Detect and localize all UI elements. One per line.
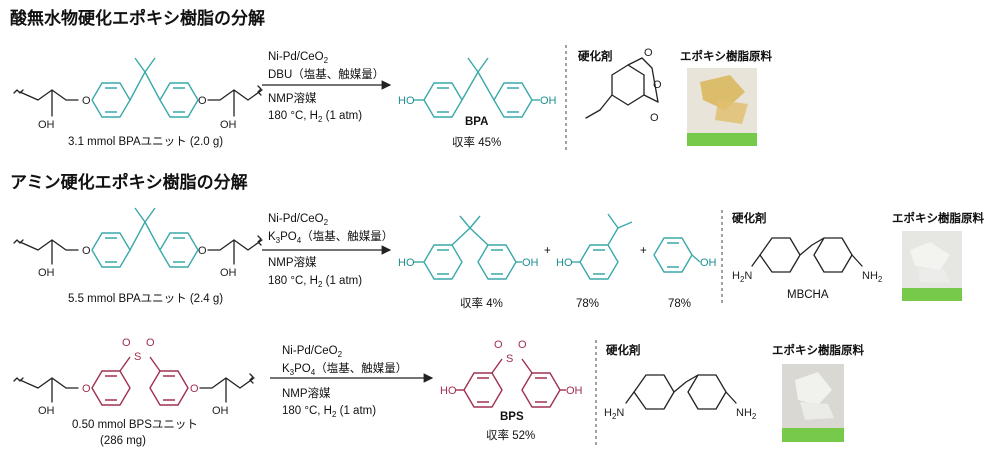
anhydride-structure: O O O [585, 47, 662, 124]
isopropylphenol-structure: HO [556, 213, 633, 280]
bps-oh: OH [566, 385, 583, 397]
section1-resin-photo [687, 68, 757, 146]
section2-substrate-caption: 5.5 mmol BPAユニット (2.4 g) [68, 293, 223, 305]
section1-substrate-structure: O OH O OH [13, 57, 263, 131]
section2-hardener-name: MBCHA [787, 289, 829, 301]
section1-reagent2: DBU（塩基、触媒量） [268, 67, 384, 81]
section3-solvent: NMP溶媒 [282, 386, 331, 400]
section3-substrate-caption1: 0.50 mmol BPSユニット [72, 419, 198, 431]
section2-plus2: + [640, 245, 647, 257]
s3-ether-o-right: O [190, 383, 199, 395]
section1-title: 酸無水物硬化エポキシ樹脂の分解 [10, 8, 265, 28]
section3-resin-label: エポキシ樹脂原料 [772, 343, 864, 357]
section1-resin-label: エポキシ樹脂原料 [680, 49, 772, 63]
section2-yield2: 78% [576, 298, 599, 310]
s2-oh-left: OH [38, 267, 55, 279]
bpa-ho: HO [398, 95, 415, 107]
section1-reagent1: Ni-Pd/CeO2 [268, 51, 329, 65]
mbcha-h2n: H2N [732, 270, 752, 284]
s2-bpa-ho: HO [398, 257, 415, 269]
s3-mbcha-nh2: NH2 [736, 407, 757, 421]
s3-mbcha-h2n: H2N [604, 407, 624, 421]
mbcha-structure: H2N NH2 [732, 237, 883, 284]
section2-yield1: 収率 4% [460, 296, 503, 310]
section3-reagent1: Ni-Pd/CeO2 [282, 345, 343, 359]
s3-oh-left: OH [38, 405, 55, 417]
oh-left: OH [38, 119, 55, 131]
s2-ether-o-right: O [198, 245, 207, 257]
section2-reagent2: K3PO4（塩基、触媒量） [268, 229, 393, 245]
section3-conditions: 180 °C, H2 (1 atm) [282, 405, 376, 419]
section3-product-name: BPS [500, 411, 524, 423]
ipp-ho: HO [556, 257, 573, 269]
section1-substrate-caption: 3.1 mmol BPAユニット (2.0 g) [68, 136, 223, 148]
bps-s: S [506, 353, 513, 365]
oh-right: OH [220, 119, 237, 131]
bpa-oh: OH [540, 95, 557, 107]
ether-o-right: O [198, 95, 207, 107]
bps-ho: HO [440, 385, 457, 397]
s3-oh-right: OH [212, 405, 229, 417]
section2-substrate-structure: O OH O OH [13, 207, 263, 279]
section2-plus1: + [544, 245, 551, 257]
section3-resin-photo [782, 364, 844, 442]
phenol-oh: OH [700, 257, 717, 269]
section2-reagent1: Ni-Pd/CeO2 [268, 213, 329, 227]
section2-hardener-label: 硬化剤 [732, 211, 767, 225]
bps-o1: O [494, 339, 503, 351]
phenol-structure: OH [653, 237, 717, 273]
ether-o-left: O [82, 95, 91, 107]
s3-ether-o-left: O [82, 383, 91, 395]
section2-resin-label: エポキシ樹脂原料 [892, 211, 984, 225]
anhydride-o3: O [650, 112, 659, 124]
section3-yield: 収率 52% [486, 428, 535, 442]
anhydride-o2: O [653, 79, 662, 91]
s3-so-o1: O [122, 337, 131, 349]
section1-bpa-structure: HO OH [398, 57, 557, 118]
section3-hardener-label: 硬化剤 [606, 343, 641, 357]
section3-mbcha-structure: H2N NH2 [604, 374, 757, 421]
section3-bps-structure: HO S O O OH [440, 339, 583, 408]
section2-solvent: NMP溶媒 [268, 255, 317, 269]
s2-ether-o-left: O [82, 245, 91, 257]
section2-resin-photo [902, 231, 962, 301]
s2-oh-right: OH [220, 267, 237, 279]
section3-substrate-structure: O OH S O O O OH [13, 337, 255, 417]
s2-bpa-oh: OH [522, 257, 539, 269]
section2-yield3: 78% [668, 298, 691, 310]
section3-reagent2: K3PO4（塩基、触媒量） [282, 361, 407, 377]
section1-yield: 収率 45% [452, 135, 501, 149]
section2-conditions: 180 °C, H2 (1 atm) [268, 275, 362, 289]
s3-so-o2: O [146, 337, 155, 349]
bps-o2: O [518, 339, 527, 351]
section2-title: アミン硬化エポキシ樹脂の分解 [10, 172, 248, 192]
section2-bpa-structure: HO OH [398, 215, 539, 280]
section1-conditions: 180 °C, H2 (1 atm) [268, 110, 362, 124]
mbcha-nh2: NH2 [862, 270, 883, 284]
section3-substrate-caption2: (286 mg) [100, 435, 146, 447]
section1-solvent: NMP溶媒 [268, 91, 317, 105]
anhydride-o1: O [644, 47, 653, 59]
s3-s: S [134, 351, 141, 363]
section1-product-name: BPA [465, 116, 488, 128]
section1-hardener-label: 硬化剤 [578, 49, 613, 63]
